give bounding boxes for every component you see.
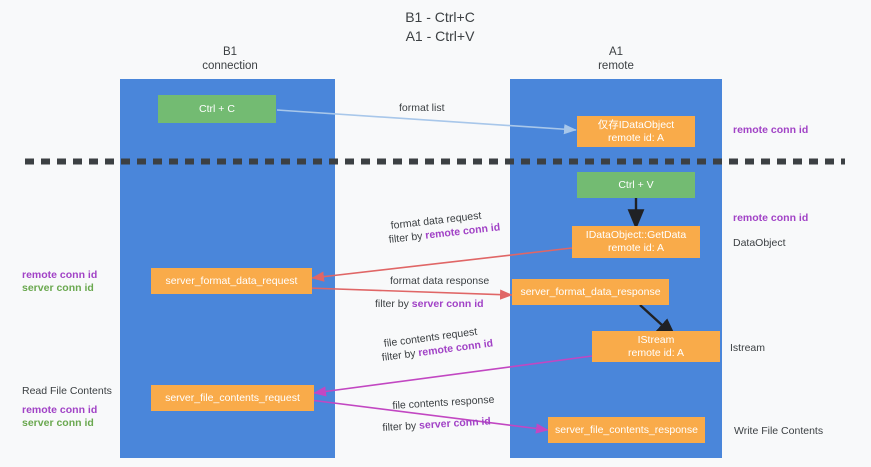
node-server-file-contents-request[interactable]: server_file_contents_request [151,385,314,411]
right-label-remote-conn-id-top: remote conn id [733,124,809,136]
right-label-istream: Istream [730,342,766,354]
edge-label-format-list: format list [399,102,445,114]
edge-label-format-data-response: format data response [390,275,490,287]
arrow-format-data-response [307,287,513,300]
server-conn-id-value: server conn id [418,415,492,432]
left-label-remote-conn-id-2: remote conn id [22,404,98,416]
left-label-server-conn-id: server conn id [22,282,94,294]
edge-label-file-contents-response: file contents response [392,393,495,413]
filter-prefix: filter by [375,298,412,310]
left-label-server-conn-id-2: server conn id [22,417,94,429]
page-title: B1 - Ctrl+C A1 - Ctrl+V [405,9,475,44]
left-label-remote-conn-id: remote conn id [22,269,98,281]
node-ctrl-c[interactable]: Ctrl + C [158,95,276,123]
edge-label-file-contents-response-text: file contents response [392,393,495,412]
lane-title-a1: A1 remote [598,46,634,72]
left-label-read-file-contents: Read File Contents [22,385,112,397]
node-server-format-data-response[interactable]: server_format_data_response [512,279,669,305]
edge-label-format-data-response-filter: filter by server conn id [375,297,484,311]
node-ctrl-v[interactable]: Ctrl + V [577,172,695,198]
node-server-format-data-request[interactable]: server_format_data_request [151,268,312,294]
node-server-file-contents-response[interactable]: server_file_contents_response [548,417,705,443]
lane-title-b1: B1 connection [202,46,258,72]
node-idataobject-getdata[interactable]: IDataObject::GetData remote id: A [572,226,700,258]
right-label-data-object: DataObject [733,237,786,249]
node-remote-idataobject[interactable]: 仅存IDataObject remote id: A [577,116,695,147]
edge-label-file-contents-response-filter: filter by server conn id [382,414,491,435]
right-label-remote-conn-id-mid: remote conn id [733,212,809,224]
right-label-write-file-contents: Write File Contents [734,425,824,437]
server-conn-id-value: server conn id [411,298,484,310]
filter-prefix: filter by [388,229,427,246]
filter-prefix: filter by [382,419,420,434]
node-istream[interactable]: IStream remote id: A [592,331,720,362]
filter-prefix: filter by [381,347,420,364]
